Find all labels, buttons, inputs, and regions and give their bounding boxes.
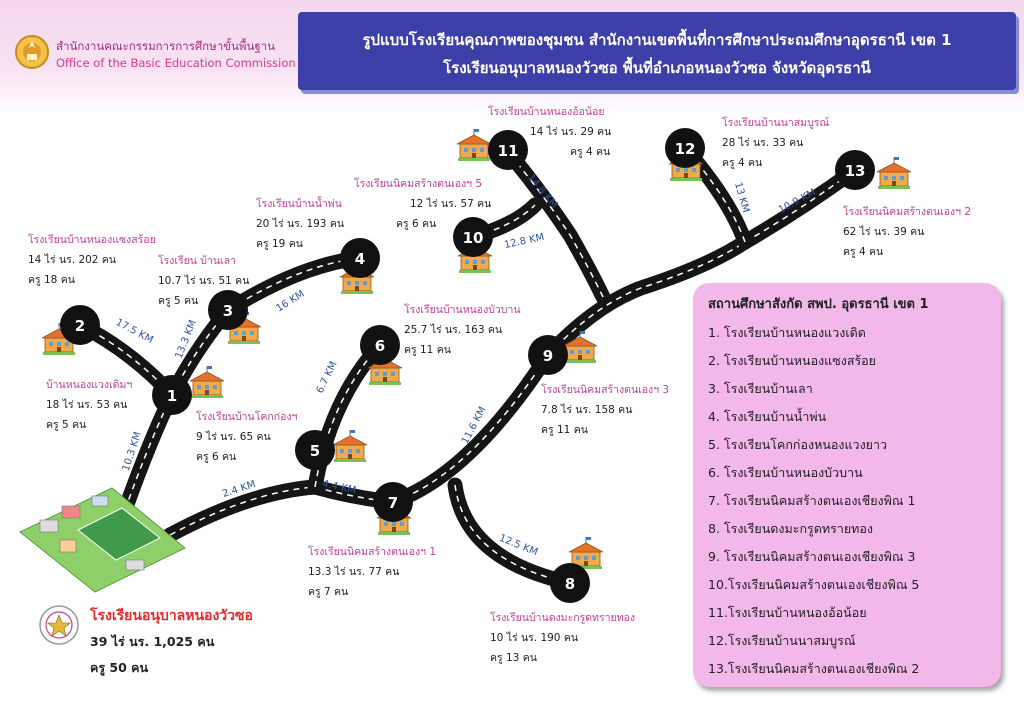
main-campus-illustration [19,487,186,593]
road-centerline [392,354,549,503]
legend-item: 8. โรงเรียนดงมะกรูดทรายทอง [708,521,874,536]
school-node-12 [665,128,705,168]
school-node-2 [60,305,100,345]
legend-item: 3. โรงเรียนบ้านเลา [708,381,813,396]
school-node-number: 8 [565,575,575,593]
school-node-number: 10 [463,229,484,247]
school-node-number: 4 [355,250,365,268]
org-name-english: Office of the Basic Education Commission [56,56,296,70]
road-centerline [314,344,381,488]
school-building-icon [332,429,368,463]
legend-item: 13.โรงเรียนนิคมสร้างตนเองเชียงพิณ 2 [708,661,920,676]
legend-item: 7. โรงเรียนนิคมสร้างตนเองเชียงพิณ 1 [708,493,916,508]
school-node-13 [835,150,875,190]
legend-title: สถานศึกษาสังกัด สพป. อุดรธานี เขต 1 [708,297,929,312]
legend-item: 11.โรงเรียนบ้านหนองอ้อน้อย [708,605,867,620]
school-node-8 [550,563,590,603]
school-node-number: 2 [75,317,85,335]
obec-logo-icon [15,35,49,69]
school-node-number: 13 [845,162,866,180]
banner-line-1: รูปแบบโรงเรียนคุณภาพของชุมชน สำนักงานเขต… [362,31,952,49]
school-node-number: 7 [388,494,398,512]
school-seal-icon [39,605,79,645]
school-label-12: โรงเรียนบ้านนาสมบูรณ์28 ไร่ นร. 33 คนครู… [722,117,830,169]
legend-item: 2. โรงเรียนบ้านหนองแซงสร้อย [708,353,876,368]
school-node-number: 11 [498,142,519,160]
school-node-number: 6 [375,337,385,355]
school-node-3 [208,290,248,330]
legend-item: 10.โรงเรียนนิคมสร้างตนเองเชียงพิณ 5 [708,577,920,592]
legend-item: 9. โรงเรียนนิคมสร้างตนเองเชียงพิณ 3 [708,549,916,564]
legend-item: 12.โรงเรียนบ้านนาสมบูรณ์ [708,633,856,648]
road-centerline [227,257,361,311]
school-node-7 [373,482,413,522]
main-school-teachers: ครู 50 คน [90,660,149,675]
title-banner: รูปแบบโรงเรียนคุณภาพของชุมชน สำนักงานเขต… [298,12,1016,90]
main-school-stats: 39 ไร่ นร. 1,025 คน [90,634,215,649]
org-name-thai: สำนักงานคณะกรรมการการศึกษาขั้นพื้นฐาน [56,39,275,53]
legend-panel: สถานศึกษาสังกัด สพป. อุดรธานี เขต 1 1. โ… [693,283,1001,687]
legend-item: 4. โรงเรียนบ้านน้ำพ่น [708,409,827,424]
school-building-icon [189,365,225,399]
road-centerline [454,484,571,584]
road-centerline [684,147,746,243]
school-node-10 [453,217,493,257]
road-centerline [507,151,604,298]
legend-item: 5. โรงเรียนโคกก่องหนองแวงยาว [708,437,888,452]
main-school-name: โรงเรียนอนุบาลหนองวัวซอ [90,608,253,624]
legend-item: 1. โรงเรียนบ้านหนองแวงเดิด [708,325,866,340]
legend-item: 6. โรงเรียนบ้านหนองบัวบาน [708,465,863,480]
school-building-icon [456,128,492,162]
road-centerline [547,241,746,356]
school-node-number: 12 [675,140,696,158]
school-node-number: 1 [167,387,177,405]
road-segment [162,479,323,543]
school-node-11 [488,130,528,170]
road-segment [500,144,611,305]
school-node-number: 5 [310,442,320,460]
school-node-number: 9 [543,347,553,365]
school-node-5 [295,430,335,470]
road-centerline [744,169,856,243]
school-node-9 [528,335,568,375]
road-segment [447,477,578,591]
school-building-icon [876,156,912,190]
school-node-6 [360,325,400,365]
banner-line-2: โรงเรียนอนุบาลหนองวัวซอ พื้นที่อำเภอหนอง… [443,59,871,77]
school-node-number: 3 [223,302,233,320]
school-node-4 [340,238,380,278]
school-node-1 [152,375,192,415]
